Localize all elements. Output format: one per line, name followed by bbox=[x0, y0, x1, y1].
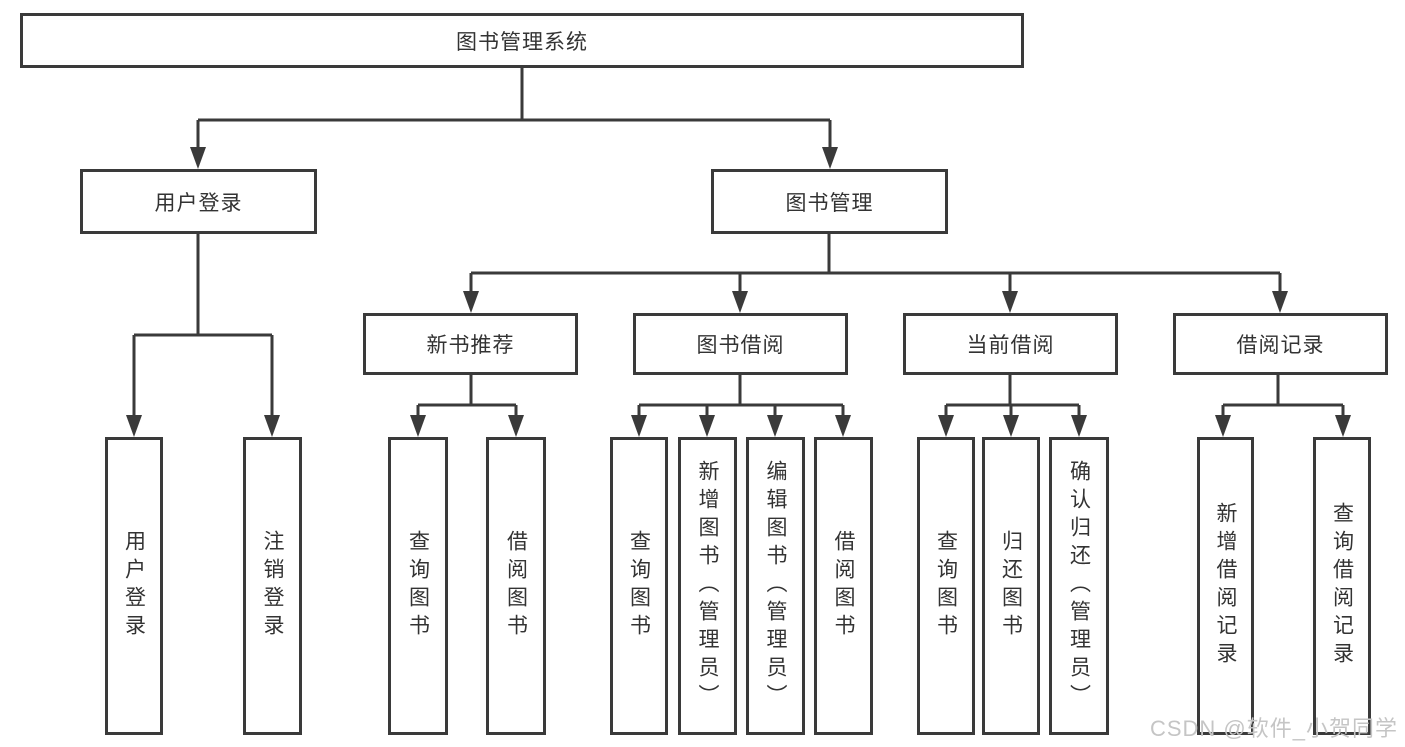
leaf-query-books-recommend: 查询图书 bbox=[388, 437, 448, 735]
leaf-add-borrow-record: 新增借阅记录 bbox=[1197, 437, 1254, 735]
leaf-query-borrow-record: 查询借阅记录 bbox=[1313, 437, 1371, 735]
node-current-borrowing: 当前借阅 bbox=[903, 313, 1118, 375]
leaf-borrow-books-borrowing: 借阅图书 bbox=[814, 437, 873, 735]
node-user-login: 用户登录 bbox=[80, 169, 317, 234]
node-root: 图书管理系统 bbox=[20, 13, 1024, 68]
csdn-watermark: CSDN @软件_小贺同学 bbox=[1149, 716, 1398, 741]
leaf-edit-book-admin: 编辑图书（管理员） bbox=[746, 437, 805, 735]
node-borrowing-records: 借阅记录 bbox=[1173, 313, 1388, 375]
node-book-management: 图书管理 bbox=[711, 169, 948, 234]
leaf-borrow-books-recommend: 借阅图书 bbox=[486, 437, 546, 735]
leaf-user-login: 用户登录 bbox=[105, 437, 163, 735]
leaf-query-books-current: 查询图书 bbox=[917, 437, 975, 735]
leaf-add-book-admin: 新增图书（管理员） bbox=[678, 437, 737, 735]
leaf-return-book: 归还图书 bbox=[982, 437, 1040, 735]
leaf-query-books-borrowing: 查询图书 bbox=[610, 437, 668, 735]
node-book-borrowing: 图书借阅 bbox=[633, 313, 848, 375]
leaf-confirm-return-admin: 确认归还（管理员） bbox=[1049, 437, 1109, 735]
node-new-book-recommend: 新书推荐 bbox=[363, 313, 578, 375]
leaf-logout: 注销登录 bbox=[243, 437, 302, 735]
